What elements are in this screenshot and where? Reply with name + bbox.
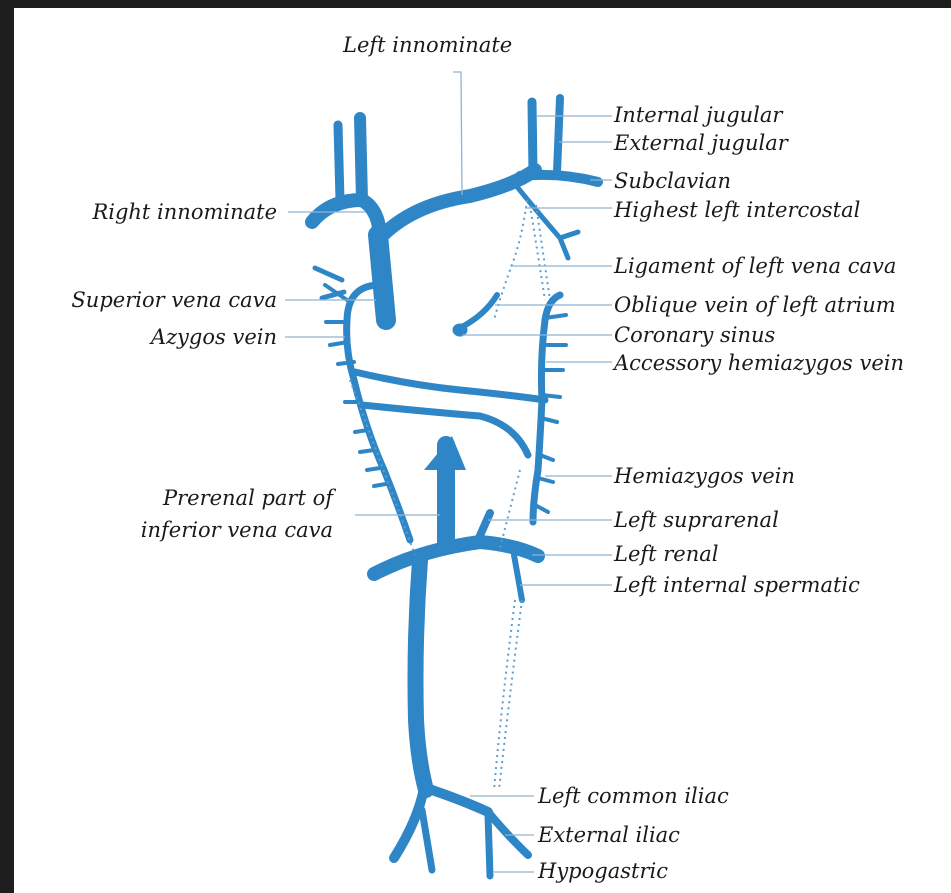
- label-left-internal-spermatic: Left internal spermatic: [613, 573, 860, 597]
- label-internal-jugular: Internal jugular: [613, 103, 784, 127]
- ligament-of-left-vena-cava-dots: [494, 200, 527, 320]
- left-common-iliac-vein: [426, 788, 488, 812]
- left-external-iliac-vein: [488, 812, 528, 855]
- label-azygos-vein: Azygos vein: [149, 325, 277, 349]
- left-external-jugular-vein: [557, 98, 560, 172]
- label-left-common-iliac: Left common iliac: [537, 784, 729, 808]
- label-prerenal-line2: inferior vena cava: [141, 518, 333, 542]
- label-left-innominate: Left innominate: [342, 33, 512, 57]
- label-external-iliac: External iliac: [537, 823, 680, 847]
- label-hemiazygos-vein: Hemiazygos vein: [613, 464, 795, 488]
- label-superior-vena-cava: Superior vena cava: [71, 288, 277, 312]
- label-accessory-hemiazygos: Accessory hemiazygos vein: [612, 351, 904, 375]
- accessory-hemiazygos-vein: [533, 295, 560, 522]
- left-subclavian-vein: [520, 175, 598, 182]
- left-internal-spermatic-vein: [514, 555, 522, 600]
- spermatic-dotted-pair: [494, 600, 522, 790]
- left-dotted-channel: [500, 470, 520, 548]
- right-iliac-branch: [422, 810, 432, 870]
- inferior-vena-cava: [416, 560, 427, 790]
- labels: Left innominate Internal jugular Externa…: [71, 33, 904, 883]
- label-highest-left-intercostal: Highest left intercostal: [613, 198, 860, 222]
- superior-vena-cava: [378, 235, 386, 320]
- label-subclavian: Subclavian: [614, 169, 731, 193]
- label-right-innominate: Right innominate: [91, 200, 277, 224]
- coronary-sinus-dot: [454, 325, 466, 335]
- label-coronary-sinus: Coronary sinus: [614, 323, 776, 347]
- left-innominate-vein: [378, 170, 535, 240]
- label-oblique-vein-left-atrium: Oblique vein of left atrium: [614, 293, 896, 317]
- label-hypogastric: Hypogastric: [537, 859, 668, 883]
- azygos-top-branches: [315, 268, 344, 298]
- left-hypogastric-vein: [488, 815, 490, 876]
- oblique-vein-of-left-atrium: [460, 295, 497, 328]
- right-jugular-vein: [338, 125, 340, 200]
- label-left-renal: Left renal: [613, 542, 719, 566]
- venous-system-diagram: Left innominate Internal jugular Externa…: [14, 8, 951, 893]
- figure-frame: Left innominate Internal jugular Externa…: [14, 8, 951, 893]
- label-ligament-left-vena-cava: Ligament of left vena cava: [613, 254, 896, 278]
- right-jugular-vein-2: [360, 118, 362, 200]
- highest-left-intercostal-vein: [518, 188, 578, 258]
- label-external-jugular: External jugular: [613, 131, 790, 155]
- veins: [312, 98, 598, 876]
- label-left-suprarenal: Left suprarenal: [613, 508, 779, 532]
- label-prerenal-line1: Prerenal part of: [162, 486, 336, 510]
- right-common-iliac: [394, 788, 424, 858]
- upper-cross-channel: [355, 372, 545, 400]
- left-internal-jugular-vein: [532, 102, 533, 172]
